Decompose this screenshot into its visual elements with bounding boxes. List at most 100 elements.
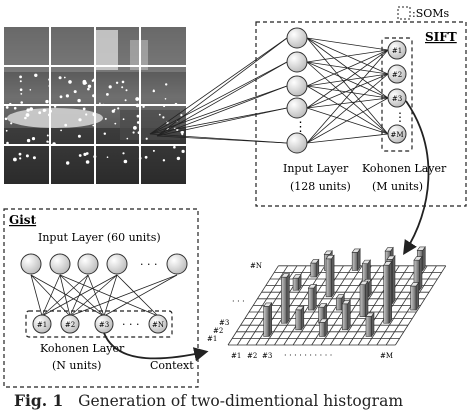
histogram-bar-side <box>300 305 305 331</box>
histogram-y-labels: #N #3 #2 #1 · · · <box>207 262 262 343</box>
keypoint <box>25 154 29 158</box>
gist-layer-links <box>30 274 178 317</box>
keypoint <box>24 116 27 120</box>
keypoint <box>18 152 22 156</box>
histogram-bar-side <box>298 273 302 292</box>
keypoint <box>20 93 23 95</box>
histogram-bar-side <box>268 301 272 338</box>
grid-line <box>367 265 419 346</box>
sift-input-ellipsis: ⋮ <box>294 120 307 135</box>
histogram-x-labels: #1 #2 #3 #M · · · · · · · · · · <box>231 351 393 360</box>
keypoint <box>5 106 9 109</box>
keypoint <box>125 89 128 92</box>
grid-line <box>274 265 326 346</box>
histogram-bar <box>351 252 358 271</box>
gist-kohonen-box <box>25 310 173 338</box>
keypoint <box>85 160 90 164</box>
sift-to-histogram-arrow <box>403 100 430 256</box>
keypoint <box>124 99 127 102</box>
sift-input-nodes <box>286 27 308 154</box>
keypoint <box>60 129 62 132</box>
keypoint <box>136 114 140 118</box>
gist-kohonen-labels: #1 #2 #3 #N <box>37 321 164 329</box>
sift-kohonen-node-1 <box>387 40 407 60</box>
keypoint <box>142 105 145 108</box>
keypoint <box>122 152 125 155</box>
keypoint <box>121 80 125 84</box>
keypoint <box>73 90 77 94</box>
keypoint <box>87 84 92 89</box>
sift-kohonen-node-2 <box>387 64 407 84</box>
keypoint <box>31 137 36 141</box>
histogram-bar-side <box>368 278 372 298</box>
keypoint <box>173 145 176 149</box>
histogram-bar <box>410 285 417 311</box>
keypoint <box>104 117 107 120</box>
sift-title: SIFT <box>425 30 457 44</box>
keypoint <box>13 106 17 110</box>
hist-x-dots: · · · · · · · · · · <box>284 351 332 360</box>
histogram-bar-side <box>371 311 375 338</box>
svg-text:#M: #M <box>390 131 403 139</box>
keypoint <box>106 93 109 96</box>
svg-text:#N: #N <box>152 321 164 329</box>
keypoint <box>38 111 42 115</box>
gist-input-node <box>77 253 99 275</box>
gist-kohonen-nodes <box>32 314 168 334</box>
hist-y-label-3: #3 <box>219 319 229 327</box>
histogram-bar <box>292 277 299 291</box>
svg-text:#1: #1 <box>37 321 47 329</box>
hist-y-dots: · · · <box>232 297 245 306</box>
gist-kohonen-layer-label: Kohonen Layer <box>40 342 125 355</box>
sift-input-node <box>286 97 308 119</box>
keypoint <box>135 97 140 101</box>
histogram-bar-side <box>315 258 320 278</box>
hist-y-label-2: #2 <box>213 327 223 335</box>
keypoint <box>132 131 135 134</box>
keypoint <box>103 132 107 135</box>
keypoint <box>122 118 125 121</box>
sift-kohonen-nodes <box>387 40 407 144</box>
sift-layer-links <box>306 37 389 144</box>
histogram-bar <box>341 303 349 331</box>
keypoint <box>126 137 129 140</box>
keypoint <box>91 79 95 83</box>
keypoint <box>113 108 116 111</box>
keypoint <box>111 109 115 113</box>
sift-kohonen-layer-label: Kohonen Layer <box>362 162 447 175</box>
histogram-bar <box>325 258 332 298</box>
keypoint <box>152 89 155 93</box>
keypoint <box>117 107 120 110</box>
keypoint <box>46 134 49 137</box>
grid-line <box>395 265 447 346</box>
keypoint <box>78 154 82 157</box>
histogram-bar <box>319 322 326 337</box>
svg-text:#2: #2 <box>65 321 75 329</box>
keypoint <box>58 76 62 80</box>
context-label: Context <box>150 359 194 372</box>
hist-x-label-1: #1 <box>231 352 241 360</box>
gist-input-layer-label: Input Layer (60 units) <box>38 231 161 244</box>
keypoint <box>180 130 184 134</box>
svg-text:#2: #2 <box>392 71 402 79</box>
grid-line <box>292 265 344 346</box>
gist-kohonen-node-1 <box>32 314 52 334</box>
keypoint <box>82 107 86 111</box>
histogram-bar-side <box>357 247 361 272</box>
sift-input-node <box>286 132 308 154</box>
gist-title: Gist <box>9 213 37 227</box>
keypoint <box>65 94 69 98</box>
gist-input-node <box>106 253 128 275</box>
keypoint <box>181 149 185 153</box>
soms-legend-label: :SOMs <box>412 7 450 20</box>
hist-x-label-2: #2 <box>247 352 257 360</box>
histogram-bar-side <box>365 280 369 318</box>
histogram-bar-side <box>347 299 351 331</box>
sift-input-layer-label: Input Layer <box>283 162 349 175</box>
sift-kohonen-units-label: (M units) <box>372 180 423 193</box>
figure-caption: Fig. 1 Generation of two-dimentional his… <box>14 391 474 410</box>
keypoint <box>25 113 30 117</box>
keypoint <box>78 118 82 122</box>
histogram-bar-side <box>422 245 426 272</box>
gist-kohonen-node-n <box>148 314 168 334</box>
